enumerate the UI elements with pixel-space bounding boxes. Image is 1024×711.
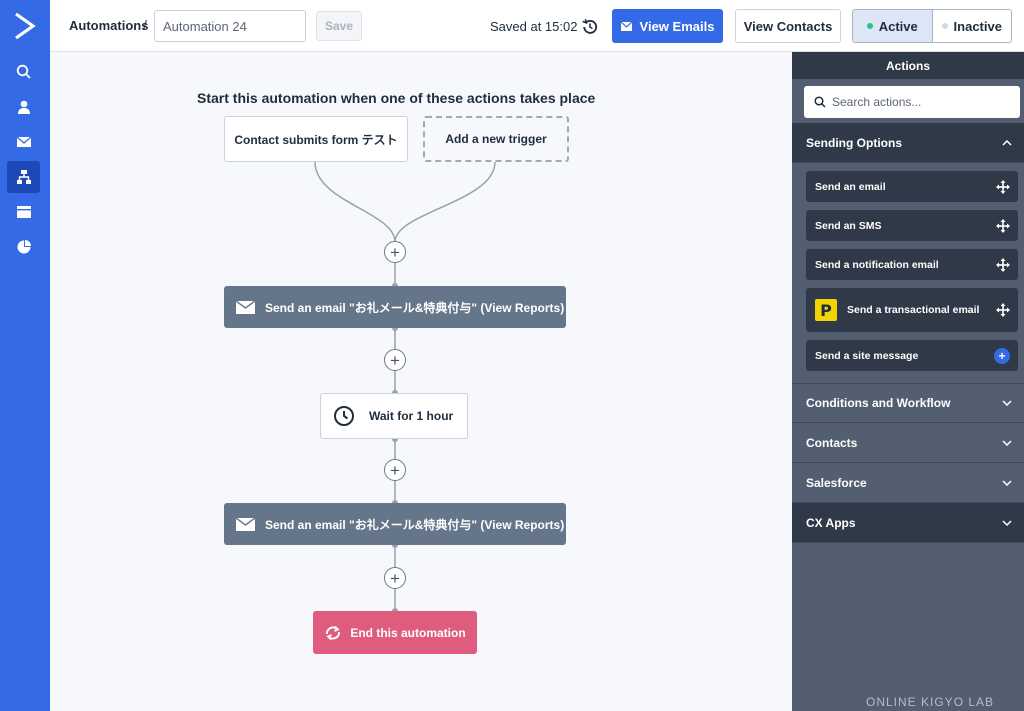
section-label: Salesforce bbox=[806, 475, 867, 490]
email-icon bbox=[620, 21, 632, 31]
add-step-button[interactable]: + bbox=[384, 349, 406, 371]
search-wrapper: Search actions... bbox=[792, 79, 1024, 123]
action-label: Send an email bbox=[815, 180, 886, 193]
section-label: Conditions and Workflow bbox=[806, 396, 951, 410]
move-icon[interactable] bbox=[996, 179, 1010, 194]
action-send-transactional-email[interactable]: P Send a transactional email bbox=[806, 288, 1018, 332]
search-actions-input[interactable]: Search actions... bbox=[804, 86, 1020, 118]
email-icon bbox=[16, 136, 31, 147]
save-button[interactable]: Save bbox=[316, 11, 362, 41]
step-label: Send an email "お礼メール&特典付与" (View Reports… bbox=[265, 300, 565, 315]
step-end-automation[interactable]: End this automation bbox=[313, 611, 477, 654]
action-send-notification-email[interactable]: Send a notification email bbox=[806, 249, 1018, 280]
action-label: Send a transactional email bbox=[847, 304, 980, 316]
chevron-down-icon bbox=[1002, 479, 1012, 486]
top-bar: Automations / Save Saved at 15:02 View E… bbox=[50, 0, 1024, 52]
step-label: Send an email "お礼メール&特典付与" (View Reports… bbox=[265, 517, 565, 532]
watermark: ONLINE KIGYO LAB bbox=[866, 695, 995, 709]
email-icon bbox=[236, 300, 255, 314]
action-label: Send a site message bbox=[815, 349, 919, 362]
inactive-toggle-option[interactable]: Inactive bbox=[932, 10, 1011, 42]
left-nav bbox=[0, 0, 50, 711]
panel-title: Actions bbox=[792, 52, 1024, 79]
step-send-email-2[interactable]: Send an email "お礼メール&特典付与" (View Reports… bbox=[224, 503, 566, 545]
action-send-site-message[interactable]: Send a site message + bbox=[806, 340, 1018, 371]
workflow-canvas: Start this automation when one of these … bbox=[50, 52, 792, 711]
active-toggle-option[interactable]: Active bbox=[853, 10, 933, 42]
add-step-button[interactable]: + bbox=[384, 567, 406, 589]
status-toggle: Active Inactive bbox=[852, 9, 1012, 43]
move-icon[interactable] bbox=[996, 218, 1010, 233]
add-step-button[interactable]: + bbox=[384, 241, 406, 263]
section-sending-options[interactable]: Sending Options bbox=[792, 123, 1024, 163]
logo-icon[interactable] bbox=[13, 12, 37, 40]
move-icon[interactable] bbox=[996, 303, 1010, 317]
step-wait[interactable]: Wait for 1 hour bbox=[320, 393, 468, 439]
add-trigger-button[interactable]: Add a new trigger bbox=[423, 116, 569, 162]
action-content: P Send a transactional email bbox=[815, 299, 979, 321]
action-send-sms[interactable]: Send an SMS bbox=[806, 210, 1018, 241]
canvas-heading: Start this automation when one of these … bbox=[197, 90, 596, 106]
automations-icon bbox=[16, 170, 31, 184]
nav-contacts[interactable] bbox=[7, 91, 40, 123]
section-label: Contacts bbox=[806, 435, 858, 450]
reports-icon bbox=[17, 240, 31, 254]
actions-panel: Actions Search actions... Sending Option… bbox=[792, 52, 1024, 711]
add-step-button[interactable]: + bbox=[384, 459, 406, 481]
breadcrumb-automations[interactable]: Automations bbox=[69, 18, 149, 33]
nav-automations[interactable] bbox=[7, 161, 40, 193]
end-cycle-icon bbox=[326, 625, 341, 640]
section-label: Sending Options bbox=[806, 135, 902, 150]
inactive-dot-icon bbox=[941, 23, 948, 29]
chevron-down-icon bbox=[1002, 439, 1012, 446]
automation-name-input[interactable] bbox=[154, 10, 306, 42]
email-icon bbox=[236, 517, 255, 531]
chevron-down-icon bbox=[1002, 400, 1012, 406]
search-icon bbox=[16, 64, 31, 79]
chevron-up-icon bbox=[1002, 139, 1012, 146]
contacts-icon bbox=[17, 100, 30, 114]
nav-reports[interactable] bbox=[7, 231, 40, 263]
section-conditions-workflow[interactable]: Conditions and Workflow bbox=[792, 383, 1024, 423]
history-icon[interactable] bbox=[581, 18, 599, 36]
nav-site[interactable] bbox=[7, 196, 40, 228]
action-label: Send an SMS bbox=[815, 219, 882, 232]
active-dot-icon bbox=[866, 23, 873, 29]
step-send-email-1[interactable]: Send an email "お礼メール&特典付与" (View Reports… bbox=[224, 286, 566, 328]
inactive-label: Inactive bbox=[953, 18, 1002, 34]
nav-email[interactable] bbox=[7, 126, 40, 158]
section-label: CX Apps bbox=[806, 515, 856, 530]
step-label: Wait for 1 hour bbox=[369, 409, 454, 423]
saved-status: Saved at 15:02 bbox=[490, 19, 578, 34]
trigger-form-submit[interactable]: Contact submits form テスト bbox=[224, 116, 408, 162]
search-icon bbox=[814, 96, 826, 108]
section-salesforce[interactable]: Salesforce bbox=[792, 463, 1024, 503]
section-contacts[interactable]: Contacts bbox=[792, 423, 1024, 463]
search-placeholder: Search actions... bbox=[832, 95, 922, 109]
sending-options-list: Send an email Send an SMS Send a notific… bbox=[792, 163, 1024, 383]
action-send-email[interactable]: Send an email bbox=[806, 171, 1018, 202]
move-icon[interactable] bbox=[996, 257, 1010, 272]
step-label: End this automation bbox=[350, 625, 466, 640]
chevron-down-icon bbox=[1002, 519, 1012, 526]
view-contacts-button[interactable]: View Contacts bbox=[735, 9, 841, 43]
site-icon bbox=[16, 206, 31, 218]
add-icon[interactable]: + bbox=[994, 347, 1010, 364]
clock-icon bbox=[334, 406, 354, 426]
postmark-badge-icon: P bbox=[815, 299, 837, 321]
nav-search[interactable] bbox=[7, 56, 40, 88]
action-label: Send a notification email bbox=[815, 258, 939, 271]
view-emails-label: View Emails bbox=[639, 18, 715, 34]
active-label: Active bbox=[878, 18, 918, 34]
section-cx-apps[interactable]: CX Apps bbox=[792, 503, 1024, 543]
breadcrumb-separator: / bbox=[143, 17, 147, 33]
view-emails-button[interactable]: View Emails bbox=[612, 9, 723, 43]
